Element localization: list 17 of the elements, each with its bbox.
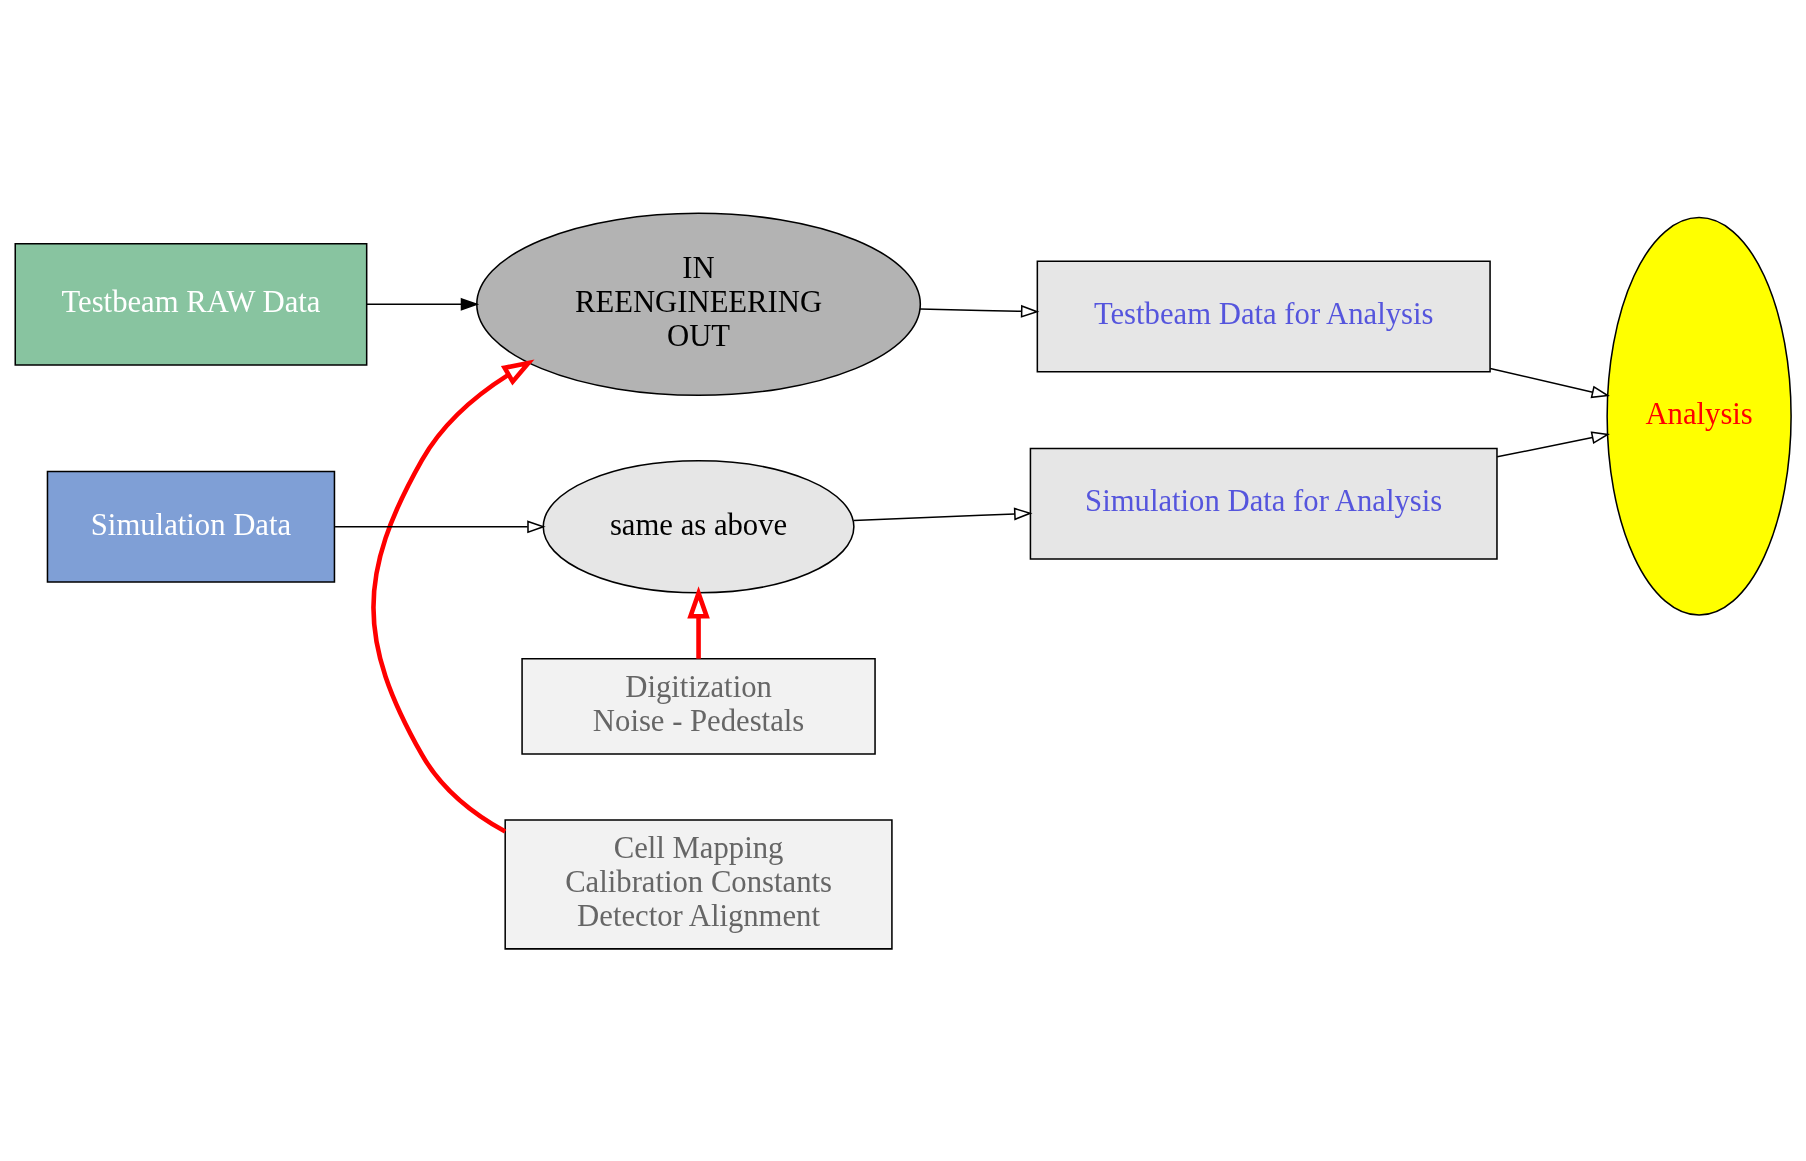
node-box: Cell Mapping Calibration Constants Detector Alignment: [504, 818, 893, 950]
arrow: [334, 519, 546, 533]
node-box: Simulation Data: [46, 470, 336, 583]
arrow: [687, 585, 710, 659]
node-ellipse: same as above: [542, 459, 855, 594]
node-box: Testbeam Data for Analysis: [1036, 260, 1491, 373]
arrow: [852, 507, 1033, 521]
node-box: Digitization Noise - Pedestals: [521, 657, 876, 755]
arrow: [366, 297, 480, 311]
node-ellipse: Analysis: [1606, 216, 1792, 616]
arrow: [1489, 367, 1610, 398]
arrow: [1496, 430, 1610, 458]
arrow: [371, 358, 535, 834]
arrow: [919, 304, 1040, 318]
node-box: Simulation Data for Analysis: [1029, 447, 1498, 560]
node-box: Testbeam RAW Data: [14, 242, 368, 366]
node-ellipse: IN REENGINEERING OUT: [476, 212, 922, 396]
